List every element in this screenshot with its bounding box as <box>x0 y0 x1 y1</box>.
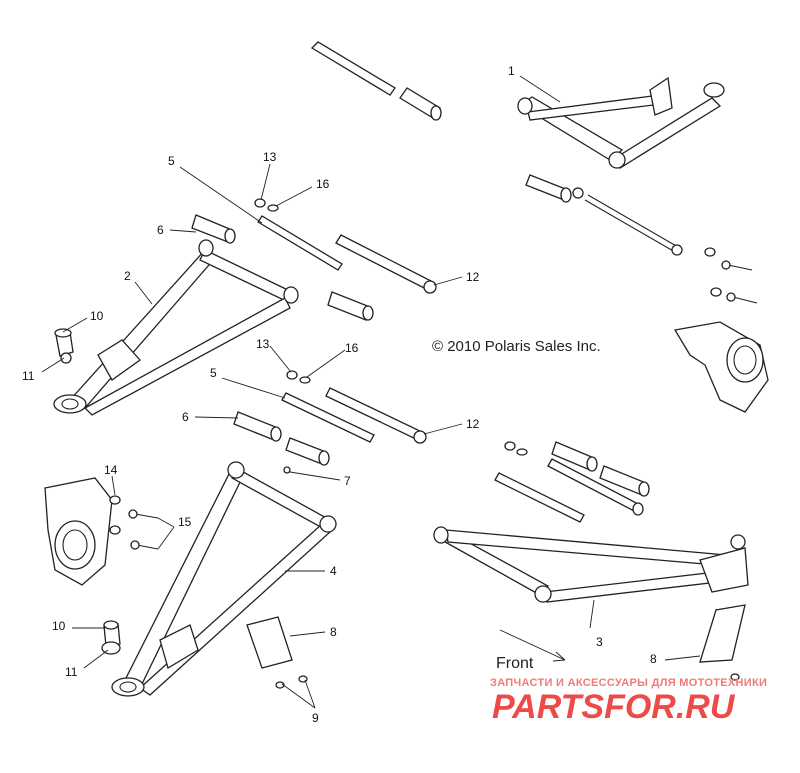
callout-11b: 11 <box>65 665 78 679</box>
ball-joint-upper <box>54 328 74 364</box>
pivot-tube-top <box>310 41 442 121</box>
callout-4: 4 <box>330 564 337 578</box>
callout-10b: 10 <box>52 619 66 633</box>
callout-3: 3 <box>596 635 603 649</box>
callout-5: 5 <box>168 154 175 168</box>
leader-lines <box>41 75 701 709</box>
callout-8: 8 <box>330 625 337 639</box>
a-arm-lower-left <box>111 461 337 697</box>
callout-14: 14 <box>104 463 118 477</box>
a-arm-upper-right <box>517 76 725 169</box>
front-label: Front <box>496 655 534 672</box>
watermark-tagline: ЗАПЧАСТИ И АКСЕССУАРЫ ДЛЯ МОТОТЕХНИКИ <box>490 677 767 689</box>
watermark: ЗАПЧАСТИ И АКСЕССУАРЫ ДЛЯ МОТОТЕХНИКИ PA… <box>490 677 767 726</box>
ball-joint-lower <box>101 620 121 655</box>
callout-labels: 1 2 3 4 5 5 6 6 7 8 8 9 10 10 11 11 12 1… <box>22 64 657 725</box>
callout-13: 13 <box>263 150 277 164</box>
callout-6: 6 <box>157 223 164 237</box>
pivot-bolts-upper <box>191 198 437 321</box>
callout-5b: 5 <box>210 366 217 380</box>
callout-16: 16 <box>316 177 330 191</box>
pivot-bolts-lower-right <box>494 441 650 523</box>
callout-9: 9 <box>312 711 319 725</box>
skid-plate-left <box>246 616 308 689</box>
callout-11: 11 <box>22 369 35 383</box>
callout-10: 10 <box>90 309 104 323</box>
callout-1: 1 <box>508 64 515 78</box>
callout-6b: 6 <box>182 410 189 424</box>
front-arrow <box>499 629 566 662</box>
copyright-text: © 2010 Polaris Sales Inc. <box>432 338 601 355</box>
a-arm-upper-left <box>53 239 299 416</box>
callout-13b: 13 <box>256 337 270 351</box>
spindle-left <box>44 477 113 586</box>
callout-16b: 16 <box>345 341 359 355</box>
bushing-bolt-right <box>525 174 758 304</box>
callout-8b: 8 <box>650 652 657 666</box>
spindle-right <box>673 321 769 413</box>
callout-12: 12 <box>466 270 480 284</box>
a-arm-lower-right <box>433 526 749 603</box>
callout-2: 2 <box>124 269 131 283</box>
skid-plate-right <box>699 604 746 681</box>
watermark-logo: PARTSFOR.RU <box>492 688 736 726</box>
pivot-bolts-lower <box>233 370 427 466</box>
spindle-hardware <box>109 495 159 550</box>
callout-15: 15 <box>178 515 192 529</box>
callout-12b: 12 <box>466 417 480 431</box>
callout-7: 7 <box>344 474 351 488</box>
